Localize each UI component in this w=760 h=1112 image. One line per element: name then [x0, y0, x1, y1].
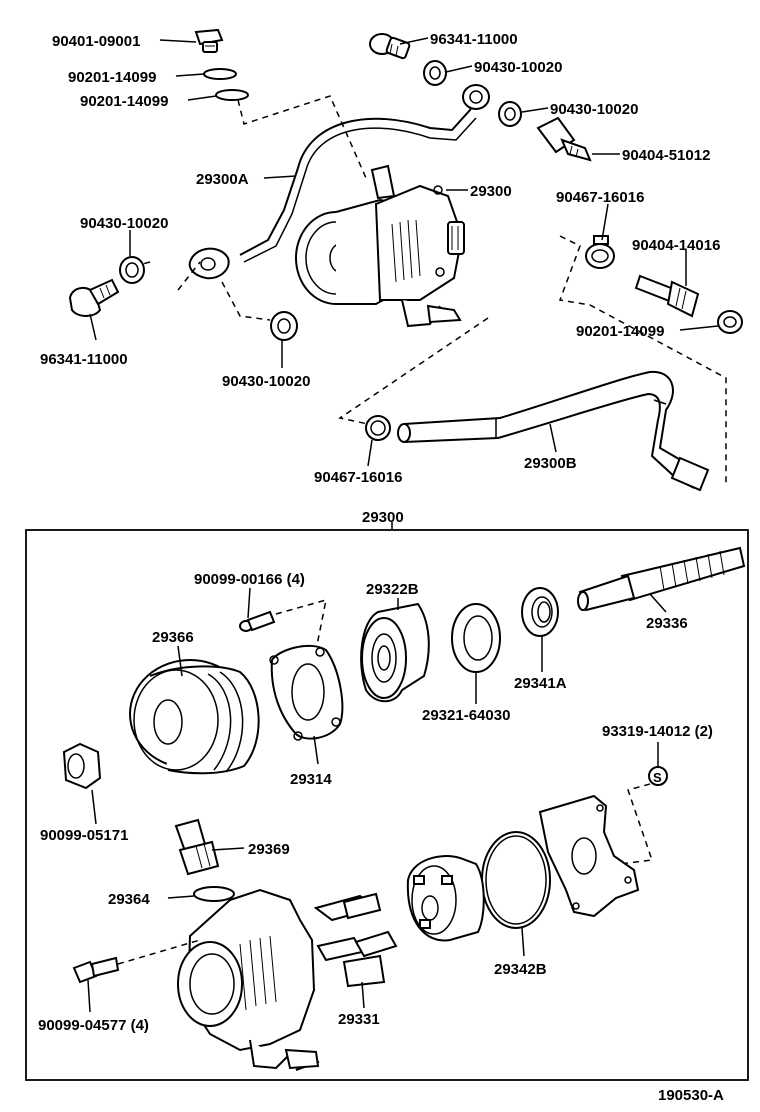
o-ring-29364: [193, 886, 235, 902]
label-90430-10020-d: 90430-10020: [222, 373, 310, 390]
label-90099-04577: 90099-04577 (4): [38, 1017, 149, 1034]
label-29300B: 29300B: [524, 455, 577, 472]
figure-code: 190530-A: [658, 1087, 724, 1104]
oil-pipe-29300A: [297, 95, 479, 169]
label-96341-11000-top: 96341-11000: [430, 31, 518, 48]
label-29341A: 29341A: [514, 675, 567, 692]
hose-clamp-90467-lower: [365, 415, 391, 441]
leader-lines: [87, 37, 719, 1013]
pipe-eye-top: [462, 84, 490, 110]
label-90201-14099-b: 90201-14099: [80, 93, 168, 110]
nut-90099-05171: [62, 742, 102, 790]
svg-text:S: S: [653, 770, 662, 785]
label-29369: 29369: [248, 841, 290, 858]
union-90404-14016: [634, 274, 700, 318]
pulley-29366: [129, 659, 260, 775]
label-90467-16016-a: 90467-16016: [556, 189, 644, 206]
label-90430-10020-a: 90430-10020: [474, 59, 562, 76]
label-90404-51012: 90404-51012: [622, 147, 710, 164]
label-90201-14099-c: 90201-14099: [576, 323, 664, 340]
label-90430-10020-c: 90430-10020: [80, 215, 168, 232]
hose-clamp-90467-right: [585, 235, 615, 269]
label-90099-05171: 90099-05171: [40, 827, 128, 844]
rear-plate: [538, 794, 640, 918]
union-90404-51012: [536, 116, 592, 162]
rotor: [406, 855, 485, 942]
gasket-90201-b: [215, 89, 249, 101]
shaft-29336: [577, 546, 746, 612]
label-29314: 29314: [290, 771, 332, 788]
label-96341-11000-left: 96341-11000: [40, 351, 128, 368]
ring-29321: [451, 603, 501, 673]
label-29366: 29366: [152, 629, 194, 646]
label-29300A: 29300A: [196, 171, 249, 188]
washer-90430-c: [119, 256, 145, 284]
pipe-eye-left: [188, 247, 230, 280]
label-29331: 29331: [338, 1011, 380, 1028]
label-90401-09001: 90401-09001: [52, 33, 140, 50]
vacuum-pump-29300: [295, 164, 465, 328]
pump-housing: [177, 888, 320, 1071]
washer-90430-d: [270, 311, 298, 341]
gasket-29342B: [481, 831, 551, 929]
plug-bolt-90401: [194, 28, 224, 53]
vanes-29331: [313, 892, 398, 988]
gasket-90201-a: [203, 68, 237, 80]
label-29322B: 29322B: [366, 581, 419, 598]
label-90404-14016: 90404-14016: [632, 237, 720, 254]
plate-29314: [269, 644, 344, 741]
label-90099-00166: 90099-00166 (4): [194, 571, 305, 588]
label-29300: 29300: [470, 183, 512, 200]
hose-29300B: [397, 370, 710, 492]
label-assembly-29300: 29300: [362, 509, 404, 526]
label-90201-14099-a: 90201-14099: [68, 69, 156, 86]
label-29336: 29336: [646, 615, 688, 632]
pin-93319: S: [648, 766, 668, 786]
label-29364: 29364: [108, 891, 150, 908]
gasket-90201-c: [717, 310, 743, 334]
assembly-frame: [25, 529, 749, 1081]
washer-90430-a: [423, 60, 447, 86]
bolt-90099-04577: [72, 956, 120, 984]
screw-90099-00166: [239, 610, 276, 632]
union-bolt-96341-top: [369, 33, 411, 60]
oil-seal-29341A: [521, 587, 559, 637]
label-93319-14012: 93319-14012 (2): [602, 723, 713, 740]
bearing-29322B: [360, 602, 430, 703]
union-bolt-96341-left: [68, 278, 120, 317]
label-29321-64030: 29321-64030: [422, 707, 510, 724]
label-90430-10020-b: 90430-10020: [550, 101, 638, 118]
valve-29369: [174, 818, 220, 876]
label-29342B: 29342B: [494, 961, 547, 978]
washer-90430-b: [498, 101, 522, 127]
label-90467-16016-b: 90467-16016: [314, 469, 402, 486]
